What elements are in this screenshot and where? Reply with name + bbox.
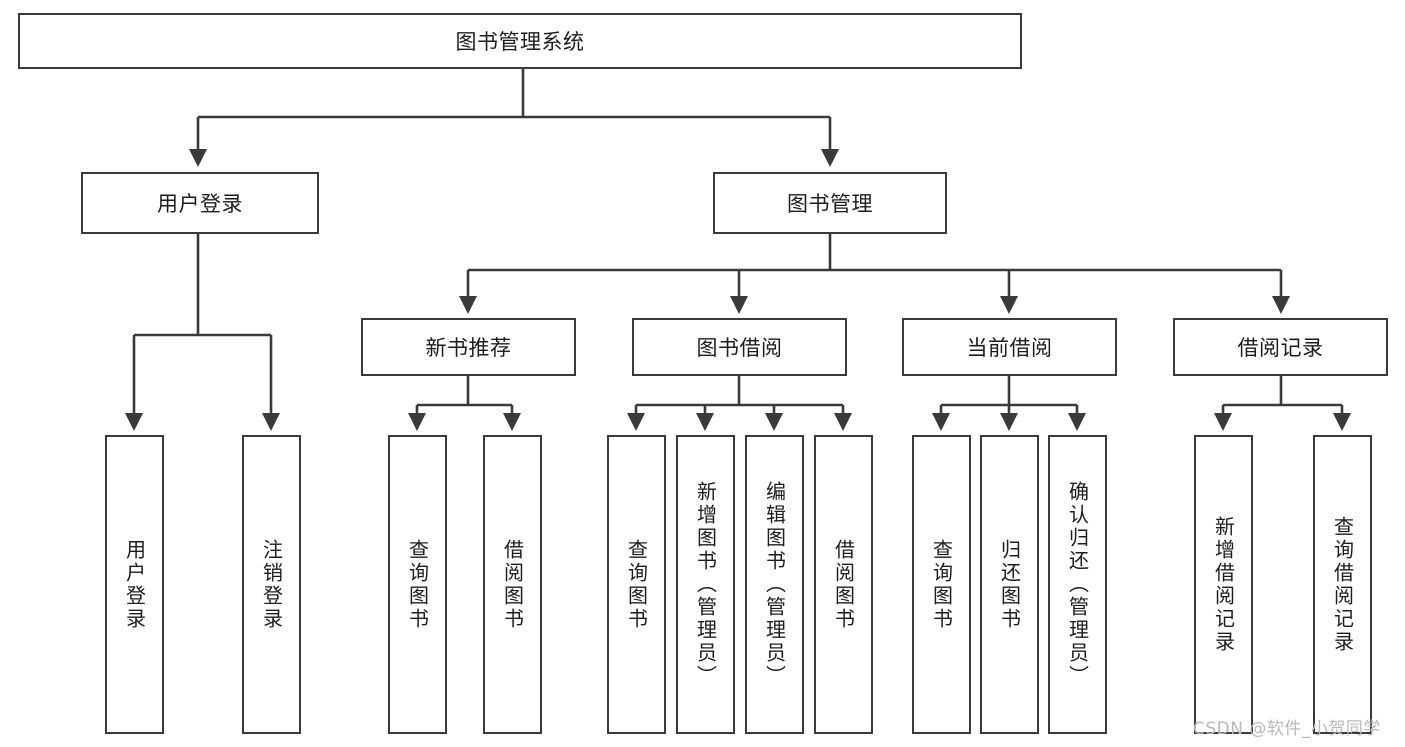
node-user-login[interactable]: 用户登录 — [81, 172, 319, 234]
node-leaf-add-book[interactable]: 新增图书（管理员） — [676, 435, 735, 734]
node-leaf-add-record-label: 新增借阅记录 — [1211, 515, 1236, 654]
node-leaf-borrow-book-2-label: 借阅图书 — [831, 538, 856, 631]
watermark: CSDN @软件_小贺同学 — [1193, 719, 1381, 739]
node-leaf-borrow-book-1-label: 借阅图书 — [500, 538, 525, 631]
node-current-borrow[interactable]: 当前借阅 — [902, 318, 1117, 376]
node-leaf-query-record[interactable]: 查询借阅记录 — [1313, 435, 1372, 734]
node-leaf-query-book-2-label: 查询图书 — [624, 538, 649, 631]
node-leaf-query-book-2[interactable]: 查询图书 — [607, 435, 666, 734]
node-leaf-return-book[interactable]: 归还图书 — [980, 435, 1039, 734]
node-leaf-add-record[interactable]: 新增借阅记录 — [1194, 435, 1253, 734]
node-borrow-record-label: 借阅记录 — [1237, 336, 1324, 360]
node-book-borrow[interactable]: 图书借阅 — [632, 318, 847, 376]
node-user-login-label: 用户登录 — [157, 192, 243, 216]
node-root-label: 图书管理系统 — [455, 30, 585, 54]
node-book-management-label: 图书管理 — [787, 192, 873, 216]
node-leaf-borrow-book-2[interactable]: 借阅图书 — [814, 435, 873, 734]
node-new-book-recommend-label: 新书推荐 — [425, 336, 512, 360]
node-leaf-borrow-book-1[interactable]: 借阅图书 — [483, 435, 542, 734]
node-leaf-query-book-3-label: 查询图书 — [929, 538, 954, 631]
node-borrow-record[interactable]: 借阅记录 — [1173, 318, 1388, 376]
node-leaf-user-login[interactable]: 用户登录 — [105, 435, 164, 734]
node-leaf-query-book-1-label: 查询图书 — [405, 538, 430, 631]
node-leaf-edit-book[interactable]: 编辑图书（管理员） — [745, 435, 804, 734]
node-leaf-query-record-label: 查询借阅记录 — [1330, 515, 1355, 654]
node-book-management[interactable]: 图书管理 — [713, 172, 947, 234]
node-leaf-edit-book-label: 编辑图书（管理员） — [762, 481, 787, 688]
node-leaf-confirm-return[interactable]: 确认归还（管理员） — [1048, 435, 1107, 734]
node-leaf-query-book-3[interactable]: 查询图书 — [912, 435, 971, 734]
node-leaf-return-book-label: 归还图书 — [997, 538, 1022, 631]
node-leaf-logout-label: 注销登录 — [259, 538, 284, 631]
node-leaf-logout[interactable]: 注销登录 — [242, 435, 301, 734]
node-leaf-query-book-1[interactable]: 查询图书 — [388, 435, 447, 734]
node-book-borrow-label: 图书借阅 — [696, 336, 783, 360]
node-new-book-recommend[interactable]: 新书推荐 — [361, 318, 576, 376]
node-current-borrow-label: 当前借阅 — [966, 336, 1053, 360]
node-leaf-add-book-label: 新增图书（管理员） — [693, 481, 718, 688]
node-leaf-confirm-return-label: 确认归还（管理员） — [1065, 481, 1090, 688]
node-leaf-user-login-label: 用户登录 — [122, 538, 147, 631]
node-root[interactable]: 图书管理系统 — [18, 13, 1022, 69]
